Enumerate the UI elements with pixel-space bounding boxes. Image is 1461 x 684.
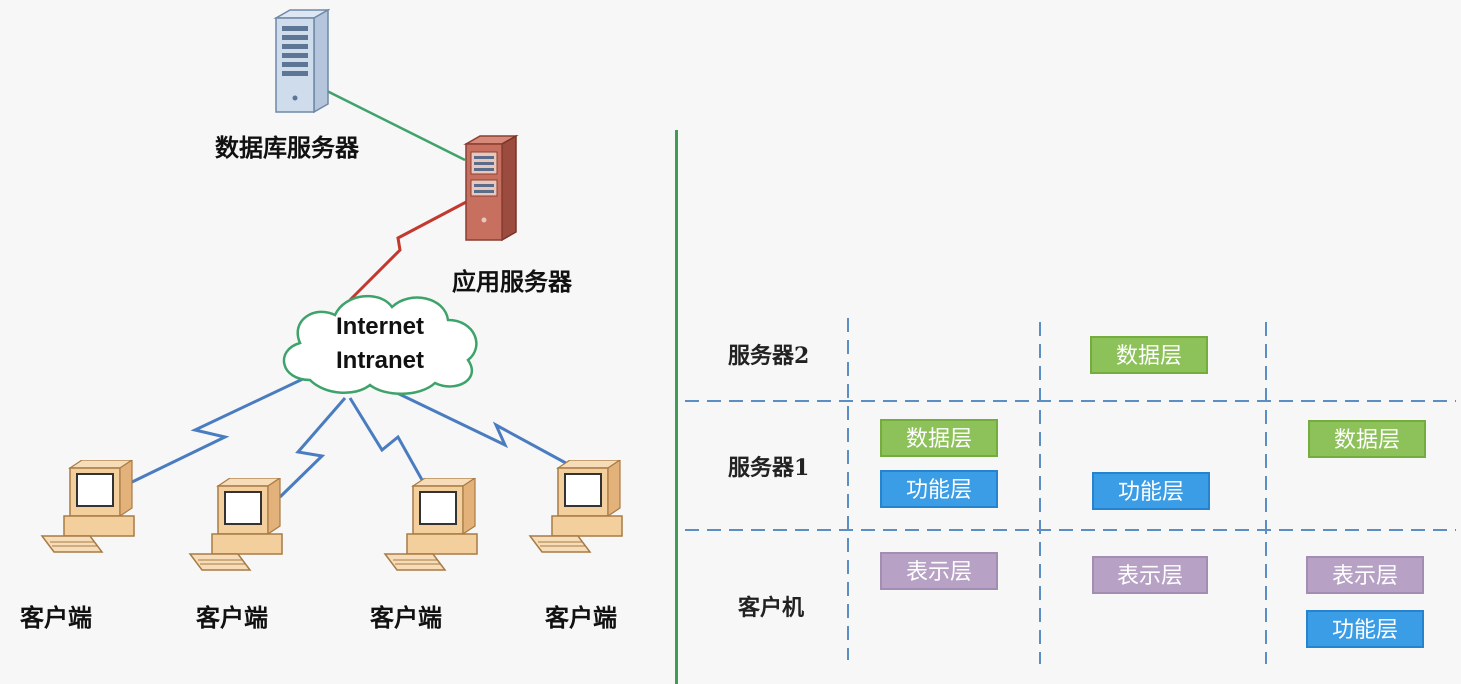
application-server-icon (463, 134, 519, 242)
lan-link-3 (348, 397, 428, 488)
col1-presentation-layer: 表示层 (880, 552, 998, 590)
lan-link-2 (278, 397, 347, 499)
cloud-label: Internet Intranet (310, 310, 450, 378)
row-label-server2: 服务器2 (728, 343, 810, 369)
app-server-label: 应用服务器 (452, 267, 572, 296)
client-computer-icon (383, 478, 478, 571)
col2-presentation-layer: 表示层 (1092, 556, 1208, 594)
col1-function-layer: 功能层 (880, 470, 998, 508)
client-computer-icon (188, 478, 283, 571)
client-label-4: 客户端 (545, 603, 617, 632)
col2-data-layer: 数据层 (1090, 336, 1208, 374)
row-label-server1: 服务器1 (728, 455, 810, 481)
client-computer-icon (40, 460, 135, 553)
db-server-label: 数据库服务器 (215, 133, 359, 162)
cloud-line-internet: Internet (335, 313, 424, 340)
col1-data-layer: 数据层 (880, 419, 998, 457)
network-links (129, 83, 576, 499)
client-label-3: 客户端 (370, 603, 442, 632)
col3-data-layer: 数据层 (1308, 420, 1426, 458)
col3-presentation-layer: 表示层 (1306, 556, 1424, 594)
lan-link-1 (129, 376, 306, 485)
col3-function-layer: 功能层 (1306, 610, 1424, 648)
row-label-client: 客户机 (738, 595, 805, 621)
section-divider (675, 130, 678, 684)
database-server-icon (273, 8, 330, 114)
client-computer-icon (528, 460, 623, 553)
client-label-1: 客户端 (20, 603, 92, 632)
db-link (314, 83, 466, 162)
cloud-icon (282, 294, 478, 395)
col2-function-layer: 功能层 (1092, 472, 1210, 510)
layer-grid (685, 318, 1456, 664)
cloud-line-intranet: Intranet (335, 347, 424, 374)
client-label-2: 客户端 (196, 603, 268, 632)
lan-link-4 (394, 390, 576, 470)
wan-link (348, 198, 471, 302)
